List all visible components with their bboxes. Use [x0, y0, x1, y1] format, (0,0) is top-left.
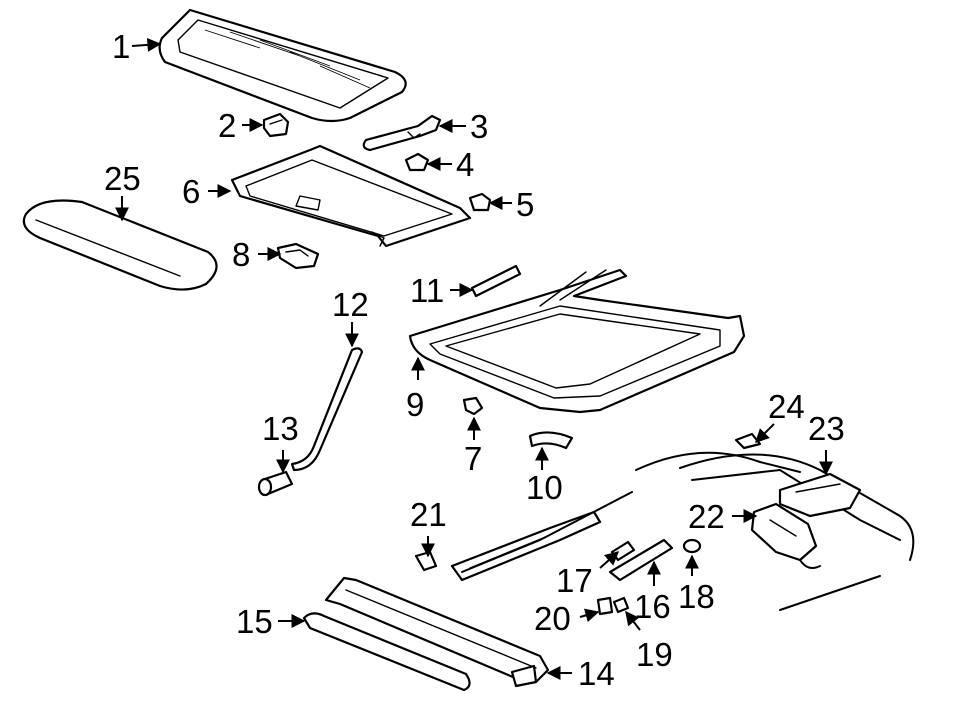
part-19-pin	[612, 596, 630, 614]
part-18-cap	[682, 538, 702, 554]
callout-5: 5	[516, 186, 534, 223]
part-24-clip	[734, 432, 762, 450]
callout-1: 1	[112, 28, 130, 65]
callout-16: 16	[634, 588, 671, 625]
part-9-frame	[408, 268, 746, 414]
part-2-bracket	[262, 112, 290, 138]
part-3-deflector-arm	[362, 114, 442, 152]
callout-2: 2	[218, 107, 236, 144]
part-5-stop	[468, 192, 492, 212]
part-21-clip	[414, 550, 438, 572]
part-1-glass-panel	[158, 8, 407, 123]
leader-lines	[115, 37, 833, 680]
callout-8: 8	[232, 236, 250, 273]
part-7-clip	[462, 396, 484, 416]
callout-11: 11	[410, 272, 444, 309]
callout-17: 17	[556, 562, 593, 599]
callout-4: 4	[456, 146, 474, 183]
part-10-gasket	[528, 431, 574, 450]
callout-18: 18	[678, 578, 715, 615]
part-16-slider	[608, 538, 674, 582]
guide-rail-assembly	[450, 451, 915, 611]
callout-10: 10	[526, 469, 563, 506]
callout-21: 21	[410, 496, 447, 533]
callout-22: 22	[688, 498, 725, 535]
part-25-cover-panel	[22, 199, 218, 291]
part-15-weatherstrip	[302, 612, 471, 692]
part-11-seal-strip	[470, 264, 522, 298]
part-6-sunshade	[230, 144, 472, 248]
callout-24: 24	[768, 388, 805, 425]
part-20-bushing	[596, 596, 614, 616]
part-17-lifter	[610, 540, 636, 562]
callout-12: 12	[332, 286, 369, 323]
part-23-cable-connector	[778, 472, 862, 518]
callout-9: 9	[406, 386, 424, 423]
callout-13: 13	[262, 410, 299, 447]
callout-7: 7	[464, 440, 482, 477]
part-22-motor	[750, 502, 821, 569]
callout-6: 6	[182, 173, 200, 210]
callout-19: 19	[636, 636, 673, 673]
callout-3: 3	[470, 108, 488, 145]
callout-labels: 1 2 3 4 5 6 7 8 9 10 11 12 13 14 15 16 1…	[104, 28, 845, 692]
callout-25: 25	[104, 160, 141, 197]
part-4-clip	[404, 152, 430, 172]
callout-15: 15	[236, 603, 273, 640]
callout-20: 20	[534, 600, 571, 637]
callout-14: 14	[578, 655, 615, 692]
part-8-handle	[276, 242, 320, 270]
part-12-13-drain-hose	[257, 347, 364, 497]
callout-23: 23	[808, 410, 845, 447]
